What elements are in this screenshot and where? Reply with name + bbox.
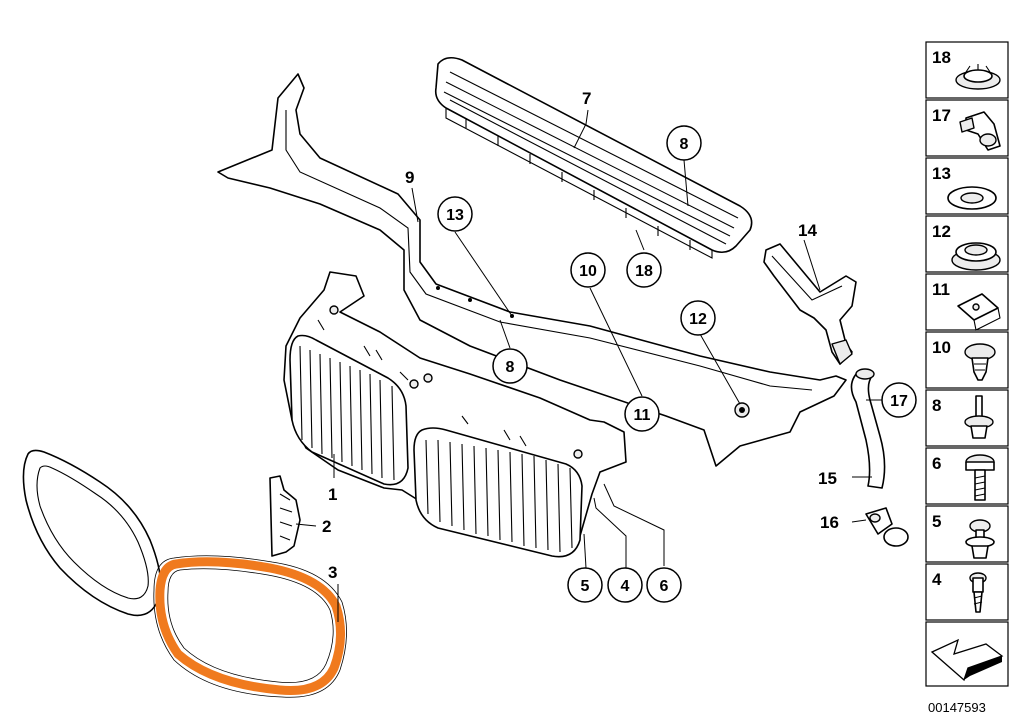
svg-text:8: 8 bbox=[680, 136, 689, 153]
label-14: 14 bbox=[798, 221, 817, 240]
kidney-grille-carrier-part[interactable] bbox=[283, 271, 627, 558]
label-7: 7 bbox=[582, 89, 591, 108]
grommet-icon bbox=[951, 242, 1001, 271]
svg-text:4: 4 bbox=[621, 578, 630, 595]
svg-text:13: 13 bbox=[932, 164, 951, 183]
callout-13[interactable]: 13 bbox=[437, 196, 473, 232]
label-2: 2 bbox=[322, 517, 331, 536]
svg-text:5: 5 bbox=[581, 578, 590, 595]
side-cell-4[interactable]: 4 bbox=[925, 563, 1009, 621]
screw-rivet-icon bbox=[964, 395, 994, 439]
label-9: 9 bbox=[405, 168, 414, 187]
svg-text:18: 18 bbox=[635, 263, 653, 280]
side-cell-12[interactable]: 12 bbox=[925, 215, 1009, 273]
washer-icon bbox=[947, 186, 997, 210]
bracket-2-part[interactable] bbox=[269, 475, 301, 557]
arrow-down-left-icon bbox=[930, 638, 1004, 682]
side-parts-panel: 18 17 13 bbox=[925, 41, 1009, 715]
svg-text:10: 10 bbox=[579, 263, 597, 280]
upper-shroud-part[interactable] bbox=[217, 73, 847, 467]
svg-text:8: 8 bbox=[506, 359, 515, 376]
callout-12[interactable]: 12 bbox=[680, 300, 716, 336]
left-kidney-slats bbox=[299, 345, 395, 481]
circled-callouts: 13 8 18 10 8 12 11 17 bbox=[437, 125, 917, 603]
grille-frame-highlighted-part[interactable] bbox=[153, 555, 347, 698]
svg-text:18: 18 bbox=[932, 48, 951, 67]
side-cell-arrow[interactable] bbox=[925, 621, 1009, 687]
callout-8-upper[interactable]: 8 bbox=[666, 125, 702, 161]
callout-18[interactable]: 18 bbox=[626, 252, 662, 288]
clip-16-part[interactable] bbox=[865, 507, 909, 547]
side-cell-11[interactable]: 11 bbox=[925, 273, 1009, 331]
callout-8-lower[interactable]: 8 bbox=[492, 348, 528, 384]
label-16: 16 bbox=[820, 513, 839, 532]
callout-5[interactable]: 5 bbox=[567, 567, 603, 603]
side-cell-10[interactable]: 10 bbox=[925, 331, 1009, 389]
svg-text:6: 6 bbox=[660, 578, 669, 595]
bracket-clip-icon bbox=[957, 293, 1001, 331]
side-cell-13[interactable]: 13 bbox=[925, 157, 1009, 215]
svg-text:11: 11 bbox=[634, 407, 651, 424]
side-cell-6[interactable]: 6 bbox=[925, 447, 1009, 505]
carrier-clips bbox=[317, 305, 583, 459]
svg-text:6: 6 bbox=[932, 454, 941, 473]
svg-text:11: 11 bbox=[932, 280, 950, 299]
grille-frame-left-part[interactable] bbox=[22, 449, 162, 617]
svg-text:17: 17 bbox=[932, 106, 951, 125]
side-cell-5[interactable]: 5 bbox=[925, 505, 1009, 563]
label-3: 3 bbox=[328, 563, 337, 582]
svg-text:5: 5 bbox=[932, 512, 941, 531]
screw-icon bbox=[969, 572, 987, 613]
svg-text:13: 13 bbox=[446, 207, 464, 224]
callout-11[interactable]: 11 bbox=[624, 396, 660, 432]
side-cell-17[interactable]: 17 bbox=[925, 99, 1009, 157]
hose-part[interactable] bbox=[850, 368, 886, 489]
svg-text:10: 10 bbox=[932, 338, 951, 357]
grille-tabs bbox=[465, 118, 691, 250]
side-cell-18[interactable]: 18 bbox=[925, 41, 1009, 99]
callout-4[interactable]: 4 bbox=[607, 567, 643, 603]
callout-10[interactable]: 10 bbox=[570, 252, 606, 288]
svg-text:8: 8 bbox=[932, 396, 941, 415]
side-cell-8[interactable]: 8 bbox=[925, 389, 1009, 447]
plain-labels: 7 9 14 15 16 1 2 3 bbox=[322, 89, 839, 582]
leader-lines bbox=[295, 109, 884, 622]
clamp-icon bbox=[959, 111, 1001, 151]
air-intake-duct-part[interactable] bbox=[763, 243, 857, 365]
clip-icon bbox=[955, 64, 1001, 90]
air-duct-grille-part[interactable] bbox=[434, 56, 753, 259]
right-kidney-slats bbox=[425, 439, 573, 553]
expansion-rivet-icon bbox=[965, 519, 995, 559]
callout-6[interactable]: 6 bbox=[646, 567, 682, 603]
svg-text:4: 4 bbox=[932, 570, 942, 589]
bolt-icon bbox=[965, 454, 995, 501]
push-rivet-icon bbox=[964, 343, 996, 381]
svg-text:17: 17 bbox=[890, 393, 908, 410]
label-15: 15 bbox=[818, 469, 837, 488]
svg-text:12: 12 bbox=[689, 311, 707, 328]
label-1: 1 bbox=[328, 485, 337, 504]
callout-17[interactable]: 17 bbox=[881, 382, 917, 418]
diagram-id: 00147593 bbox=[928, 700, 986, 715]
svg-text:12: 12 bbox=[932, 222, 951, 241]
